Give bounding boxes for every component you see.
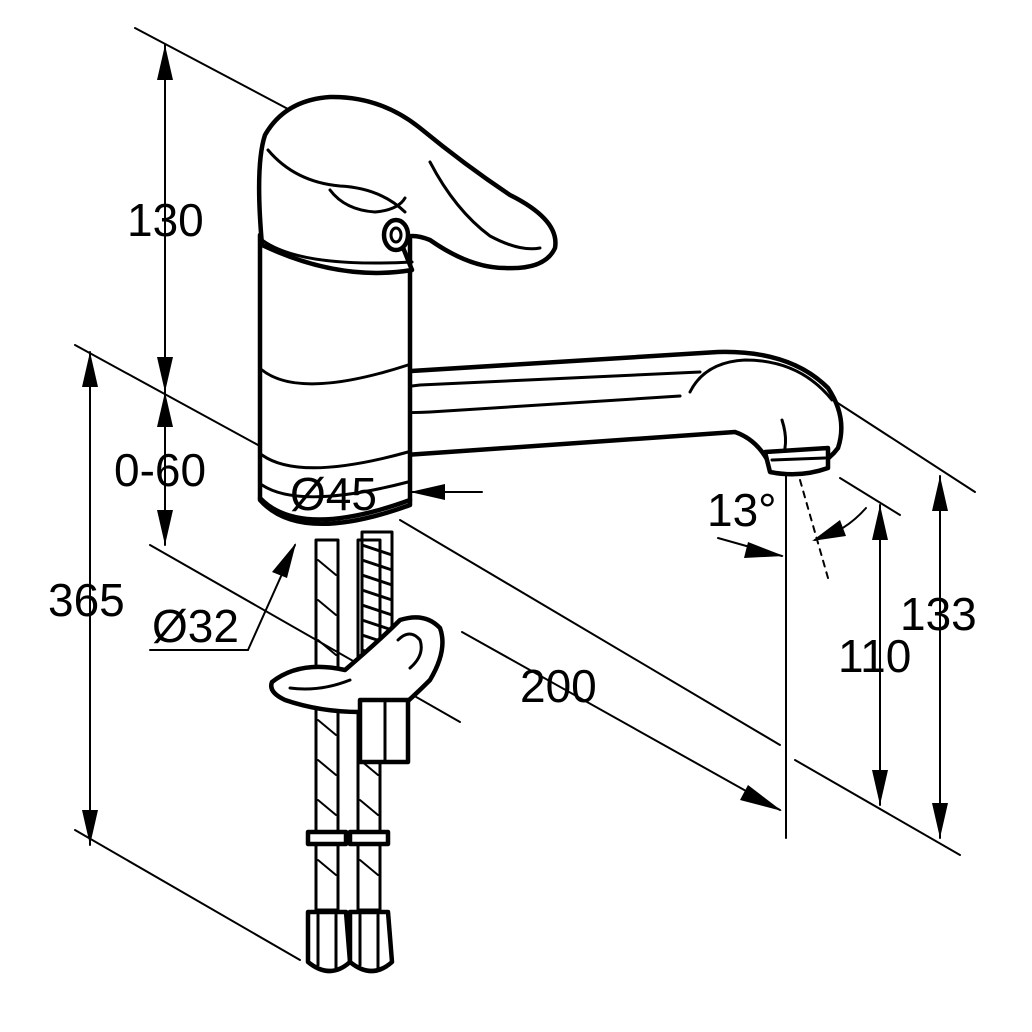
dim-hole-diameter: Ø32 [152, 600, 239, 652]
dim-lever-height: 130 [127, 194, 204, 246]
dimension-lines [82, 44, 948, 846]
extension-lines [74, 27, 976, 961]
tap-body [257, 227, 413, 527]
dim-below-counter: 365 [48, 574, 125, 626]
lever-handle [256, 94, 558, 276]
dim-counter-thickness: 0-60 [114, 444, 206, 496]
dim-body-diameter: Ø45 [290, 468, 377, 520]
dim-swivel-angle: 13° [707, 484, 777, 536]
dimension-labels: 130 0-60 Ø45 365 Ø32 200 13° 110 133 [48, 194, 977, 712]
dim-outlet-height: 110 [838, 630, 911, 682]
mounting-bracket [269, 615, 445, 765]
spout [348, 349, 844, 477]
dim-spout-reach: 200 [520, 660, 597, 712]
dim-spout-height: 133 [900, 588, 977, 640]
supply-hoses [305, 530, 395, 974]
